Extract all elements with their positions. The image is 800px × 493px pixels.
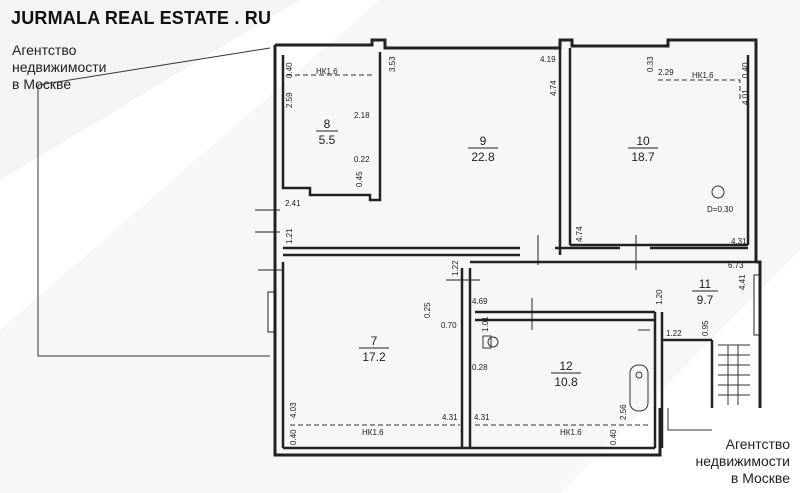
dim-corr-122: 1.22 [451,260,460,276]
room-7-number: 7 [371,334,378,348]
terrace-outline [37,47,271,357]
fixtures [482,185,725,431]
dim-r7-040: 0.40 [289,429,298,445]
room-9-number: 9 [480,134,487,148]
agency-line: в Москве [12,76,72,92]
dim-corr-028: 0.28 [472,363,488,372]
room-11-number: 11 [699,277,712,291]
dim-r10-w: 2.29 [658,68,674,77]
dim-r10-bottom: 4.31 [731,237,747,246]
dim-r8-b1: 0.22 [354,155,370,164]
room-11-area: 9.7 [697,293,714,307]
dim-r10-left: 4.74 [575,226,584,242]
windows [255,209,760,336]
dim-r10-circle: D=0.30 [707,205,734,214]
agency-line: Агентство [12,42,77,58]
agency-line: недвижимости [695,453,790,469]
agency-watermark-bottom: Агентство недвижимости в Москве [696,436,790,487]
dim-r12-040: 0.40 [609,429,618,445]
site-title: JURMALA REAL ESTATE . RU [11,8,272,28]
dim-r12-left: 4.31 [474,413,490,422]
dim-r9-top-right: 4.19 [540,55,556,64]
room-10-number: 10 [636,134,650,148]
agency-watermark-top: Агентство недвижимости в Москве [12,42,106,93]
room-9-area: 22.8 [471,150,495,164]
dim-r8-nk: НК1.6 [316,67,338,76]
dim-r8-b2: 0.45 [355,171,364,187]
dim-corr-121: 1.21 [285,228,294,244]
dim-r10-nk: НК1.6 [692,71,714,80]
dim-r11-441: 4.41 [738,274,747,290]
room-8-area: 5.5 [319,133,336,147]
dim-r9-right: 4.74 [549,80,558,96]
agency-line: недвижимости [12,59,107,75]
room-10-area: 18.7 [631,150,655,164]
room-12-area: 10.8 [554,375,578,389]
dim-r7-left: 4.03 [289,402,298,418]
dim-r10-right: 4.01 [741,89,750,105]
dim-r10-top-right: 0.40 [741,62,750,78]
dashed-lines [287,74,741,426]
dim-corr-101: 1.01 [481,316,490,332]
room-7-area: 17.2 [362,350,386,364]
dim-r9-top-left: 3.53 [388,56,397,72]
room-labels: 8 5.5 9 22.8 10 18.7 7 17.2 11 9.7 12 10… [316,117,718,389]
dim-corr-025: 0.25 [423,302,432,318]
room-8-number: 8 [324,117,331,131]
dim-r7-bottom: 4.31 [442,413,458,422]
dim-corr-122b: 1.22 [666,329,682,338]
dim-r8-top-left: 0.40 [285,62,294,78]
dim-r12-256: 2.56 [619,404,628,420]
dim-corr-120: 1.20 [655,289,664,305]
background-shade [0,0,300,180]
dim-corr-070: 0.70 [441,321,457,330]
agency-line: в Москве [730,470,790,486]
dimension-labels: 0.40 НК1.6 2.59 2.18 0.22 0.45 3.53 4.19… [285,55,750,445]
agency-line: Агентство [725,436,790,452]
dim-corr-469: 4.69 [472,297,488,306]
dim-corr-241: 2.41 [285,199,301,208]
inner-walls [281,48,760,450]
dim-r12-nk: НК1.6 [560,428,582,437]
room-12-number: 12 [559,359,573,373]
dim-r7-nk: НК1.6 [362,428,384,437]
dim-r11-673: 6.73 [728,261,744,270]
dim-corr-095: 0.95 [701,320,710,336]
stairs [718,344,750,405]
dim-r10-top-left: 0.33 [646,56,655,72]
dim-r8-right: 2.18 [354,111,370,120]
dim-r8-left: 2.59 [285,92,294,108]
